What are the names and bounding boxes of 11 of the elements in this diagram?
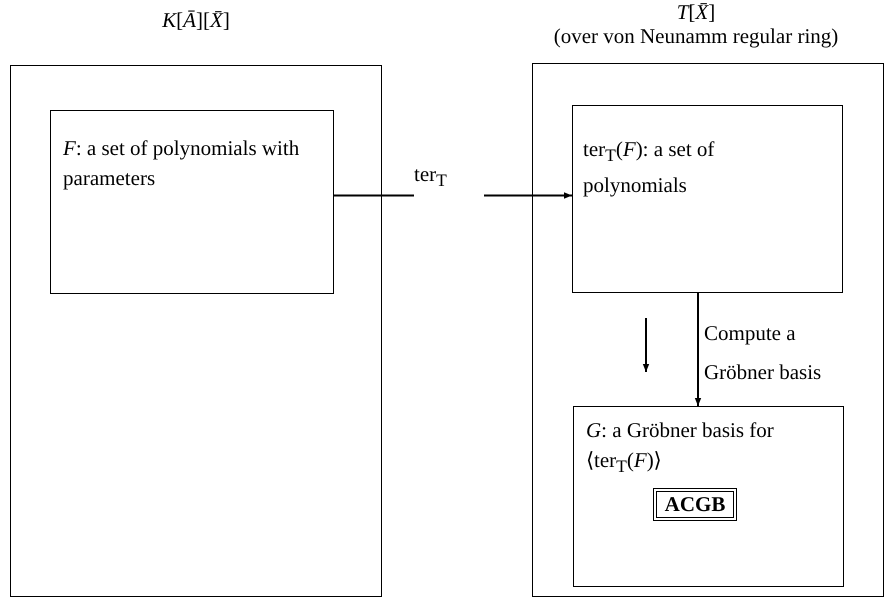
box-text: ter$_{T}$(F): a set of polynomials [583,136,716,200]
box-text: G: a Gröbner basis for ⟨ter$_{T}$(F)⟩ [586,417,775,478]
process-box [572,105,843,293]
container-heading: T[X̄] [676,0,716,24]
process-box [50,110,334,294]
arrow [694,293,702,406]
container-heading: K[Ā][X̄] [161,8,231,32]
container-heading: (over von Neunamm regular ring) [552,24,840,48]
box-text: F: a set of polynomials with parameters [63,135,300,192]
process-box [573,406,844,587]
boxed-label: ACGB [653,488,737,521]
